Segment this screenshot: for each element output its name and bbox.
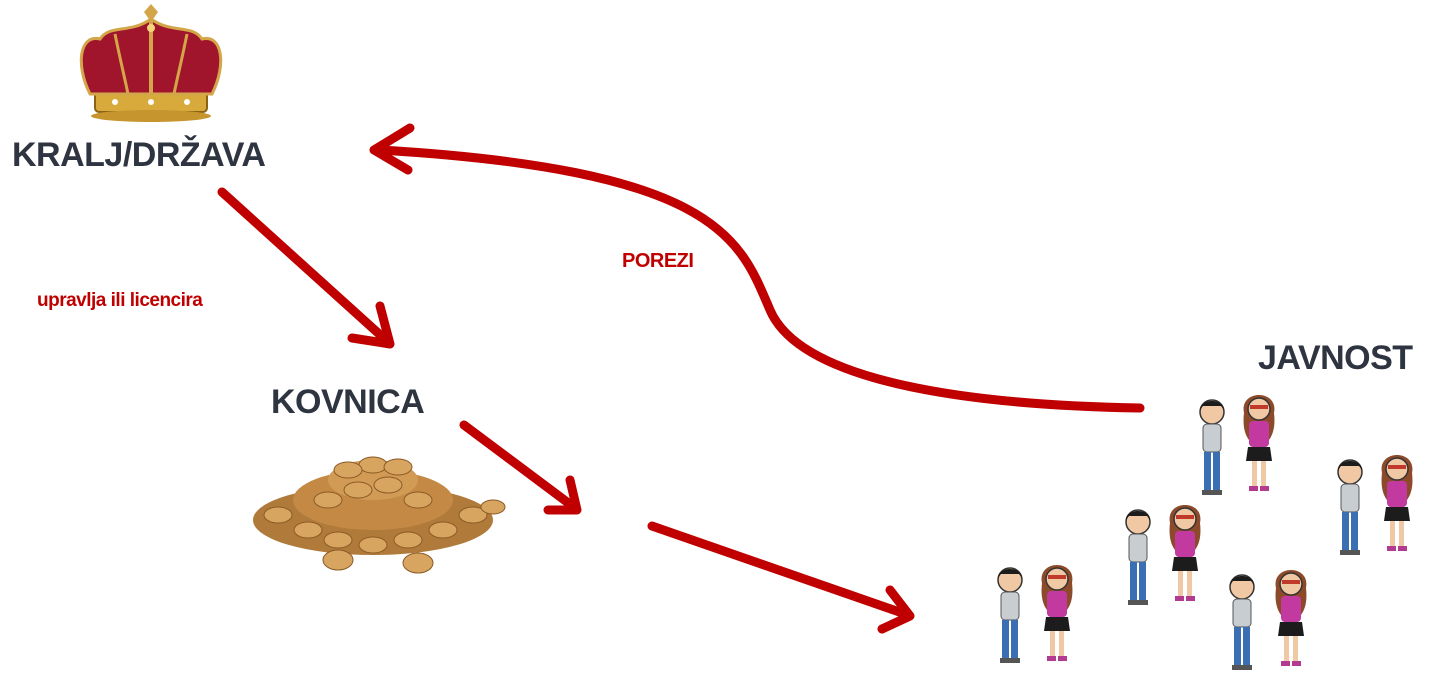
public-label: JAVNOST [1258, 339, 1413, 377]
king-state-label: KRALJ/DRŽAVA [12, 136, 266, 174]
arrow-taxes-public-to-king [369, 123, 1145, 413]
manages-licenses-label: upravlja ili licencira [37, 290, 203, 311]
crown-icon [70, 4, 232, 131]
mint-label: KOVNICA [271, 383, 425, 421]
arrow-to-public [647, 521, 915, 634]
people-group-icon [975, 390, 1430, 676]
coins-pile-icon [238, 445, 508, 585]
arrow-mint-to-mid [459, 420, 582, 515]
arrow-king-to-mint [217, 187, 395, 349]
taxes-label: POREZI [622, 250, 694, 272]
